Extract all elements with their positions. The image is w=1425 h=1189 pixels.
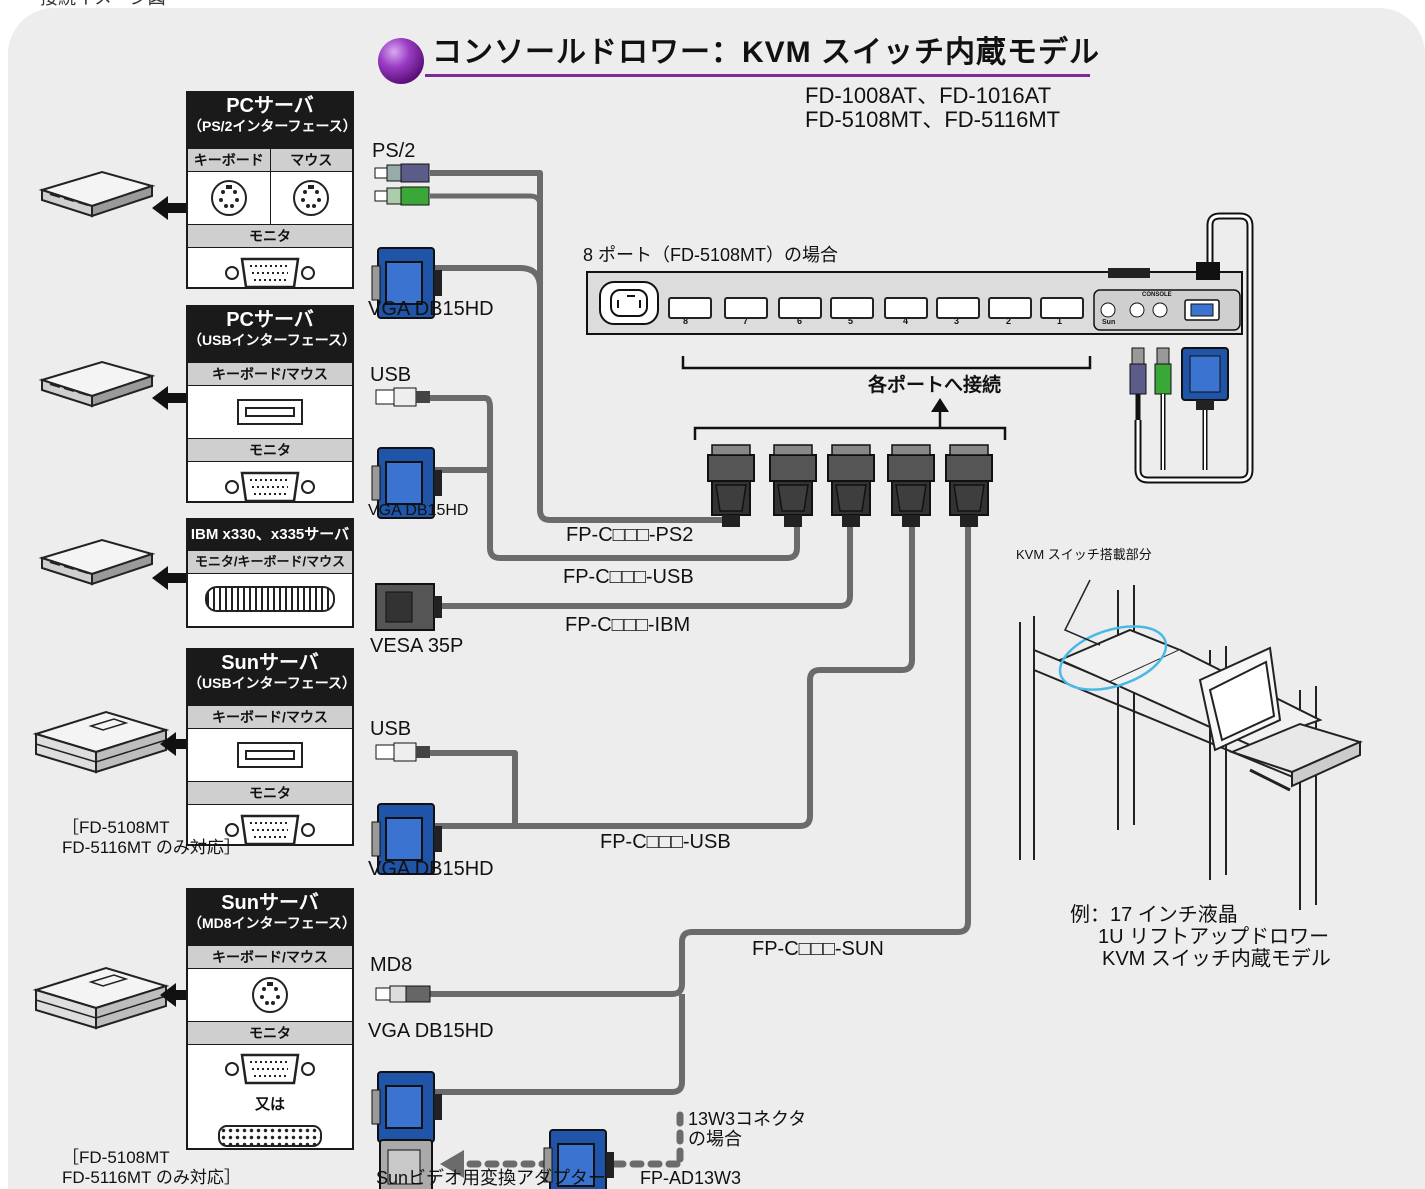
md8-port-icon (188, 969, 352, 1021)
label-vesa: VESA 35P (370, 635, 464, 657)
usb-port-icon (188, 729, 352, 781)
server-title: Sunサーバ (221, 652, 319, 674)
page-title: コンソールドロワー：KVM スイッチ内蔵モデル (432, 36, 1100, 69)
server-sun-usb: Sunサーバ （USBインターフェース） キーボード/マウス モニタ (186, 648, 357, 846)
header-text: 接続イメージ図 (40, 0, 166, 9)
label-vga-1: VGA DB15HD (368, 298, 494, 320)
kvm-port-number: 4 (903, 316, 909, 326)
or-label: 又は (254, 1096, 285, 1113)
model-line-2: FD-5108MT、FD-5116MT (805, 107, 1061, 132)
keyboard-mouse-label: キーボード/マウス (188, 362, 352, 386)
13w3-port-icon (188, 1114, 352, 1158)
kvm-port-number: 3 (954, 316, 960, 326)
server-subtitle: （USBインターフェース） (188, 675, 357, 691)
db15-port-icon (884, 297, 928, 319)
kvm-port-number: 7 (743, 316, 749, 326)
console-sun-label: Sun (1102, 319, 1116, 326)
server-title: IBM x330、x335サーバ (188, 520, 352, 550)
db15-port-icon (668, 297, 712, 319)
vga-port-icon (188, 248, 352, 298)
connect-label: 各ポートへ接続 (868, 375, 1002, 396)
server-subtitle: （USBインターフェース） (188, 332, 357, 348)
label-usb-1: USB (370, 364, 412, 386)
label-13w3-note-2: の場合 (688, 1129, 742, 1149)
cable-label-ps2: FP-C□□□-PS2 (566, 524, 694, 546)
model-line-1: FD-1008AT、FD-1016AT (805, 83, 1052, 108)
label-vga-2: VGA DB15HD (368, 502, 469, 519)
label-sun-adapter: Sunビデオ用変換アダプター (376, 1168, 607, 1188)
server-subtitle: （PS/2インターフェース） (188, 118, 357, 134)
label-ps2: PS/2 (372, 140, 416, 162)
kvm-combined-label: モニタ/キーボード/マウス (188, 550, 352, 574)
server-sun-md8: Sunサーバ （MD8インターフェース） キーボード/マウス モニタ 又は (186, 888, 357, 1150)
label-ad13w3: FP-AD13W3 (640, 1168, 742, 1188)
mouse-label: マウス (270, 148, 352, 172)
keyboard-mouse-label: キーボード/マウス (188, 945, 352, 969)
drawer-callout: KVM スイッチ搭載部分 (1016, 547, 1152, 562)
cable-label-usb-1: FP-C□□□-USB (563, 566, 694, 588)
ps2-keyboard-port-icon (188, 172, 271, 224)
monitor-label: モニタ (188, 438, 352, 462)
server-pc-ps2: PCサーバ （PS/2インターフェース） キーボード マウス モニタ (186, 91, 357, 289)
kvm-port-number: 2 (1006, 316, 1012, 326)
drawer-example-3: KVM スイッチ内蔵モデル (1102, 948, 1331, 970)
kvm-port-number: 5 (848, 316, 854, 326)
kvm-port-caption: 8 ポート（FD-5108MT）の場合 (583, 245, 839, 265)
monitor-label: モニタ (188, 224, 352, 248)
label-13w3-note-1: 13W3コネクタ (688, 1109, 807, 1129)
db15-port-icon (936, 297, 980, 319)
server-title: PCサーバ (226, 95, 314, 117)
cable-label-sun: FP-C□□□-SUN (752, 938, 884, 960)
title-underline (425, 74, 1090, 77)
title-orb-icon (378, 38, 424, 84)
label-md8: MD8 (370, 954, 413, 976)
label-usb-2: USB (370, 718, 412, 740)
server-ibm: IBM x330、x335サーバ モニタ/キーボード/マウス (186, 518, 354, 628)
ps2-mouse-port-icon (271, 172, 353, 224)
server-pc-usb: PCサーバ （USBインターフェース） キーボード/マウス モニタ (186, 305, 357, 503)
sun-md8-note: ［FD-5108MT FD-5116MT のみ対応］ (62, 1148, 241, 1187)
drawer-example-1: 例：17 インチ液晶 (1070, 904, 1238, 926)
db15-port-icon (830, 297, 874, 319)
server-title: Sunサーバ (221, 892, 319, 914)
kvm-port-number: 6 (797, 316, 803, 326)
vga-port-icon (188, 1045, 352, 1093)
label-vga-3: VGA DB15HD (368, 858, 494, 880)
label-vga-4: VGA DB15HD (368, 1020, 494, 1042)
vesa-port-icon (188, 574, 352, 624)
sun-usb-note: ［FD-5108MT FD-5116MT のみ対応］ (62, 818, 241, 857)
console-label: CONSOLE (1142, 292, 1172, 298)
cable-label-usb-2: FP-C□□□-USB (600, 831, 731, 853)
keyboard-mouse-label: キーボード/マウス (188, 705, 352, 729)
usb-port-icon (188, 386, 352, 438)
db15-port-icon (988, 297, 1032, 319)
server-title: PCサーバ (226, 309, 314, 331)
db15-port-icon (778, 297, 822, 319)
db15-port-icon (1040, 297, 1084, 319)
vga-port-icon (188, 462, 352, 512)
keyboard-label: キーボード (188, 148, 271, 172)
server-subtitle: （MD8インターフェース） (188, 915, 357, 931)
monitor-label: モニタ (188, 1021, 352, 1045)
drawer-example-2: 1U リフトアップドロワー (1098, 926, 1330, 948)
db15-port-icon (724, 297, 768, 319)
kvm-port-number: 1 (1057, 316, 1063, 326)
cable-label-ibm: FP-C□□□-IBM (565, 614, 691, 636)
monitor-label: モニタ (188, 781, 352, 805)
kvm-port-number: 8 (683, 316, 689, 326)
